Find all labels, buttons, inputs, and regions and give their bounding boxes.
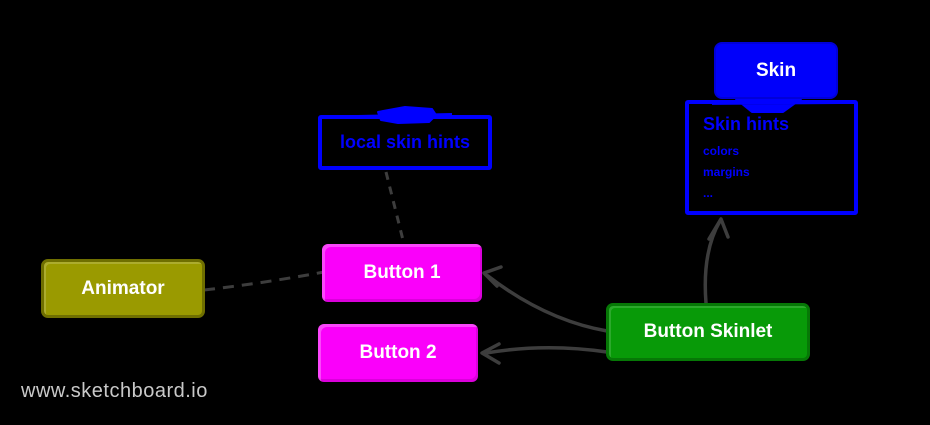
node-skin-label: Skin bbox=[755, 59, 797, 81]
node-animator[interactable]: Animator bbox=[41, 259, 205, 318]
edge-button-skinlet-button1[interactable] bbox=[486, 274, 609, 333]
edge-local-skin-hints-button1[interactable] bbox=[384, 171, 406, 245]
skin-hints-item-colors: colors bbox=[703, 144, 740, 158]
edge-button-skinlet-button2[interactable] bbox=[484, 346, 609, 355]
skin-hints-item-ellipsis: ... bbox=[703, 186, 714, 200]
node-button2[interactable]: Button 2 bbox=[318, 324, 478, 382]
arrowhead-button2-icon bbox=[480, 342, 501, 365]
node-local-skin-hints[interactable]: local skin hints bbox=[318, 115, 492, 170]
node-button-skinlet[interactable]: Button Skinlet bbox=[606, 303, 810, 361]
skin-hints-item-margins: margins bbox=[703, 165, 750, 179]
arrowhead-skin-hints-icon bbox=[707, 217, 730, 241]
node-button1[interactable]: Button 1 bbox=[322, 244, 482, 302]
node-local-skin-hints-label: local skin hints bbox=[339, 132, 471, 152]
node-button1-label: Button 1 bbox=[363, 262, 441, 283]
node-button-skinlet-label: Button Skinlet bbox=[643, 321, 773, 342]
sketchboard-watermark: www.sketchboard.io bbox=[21, 380, 208, 402]
node-skin-hints[interactable]: Skin hints colors margins ... bbox=[685, 100, 858, 215]
skin-hints-title: Skin hints bbox=[703, 114, 790, 134]
arrowhead-button1-icon bbox=[482, 265, 503, 288]
node-button2-label: Button 2 bbox=[359, 342, 437, 363]
node-skin[interactable]: Skin bbox=[714, 42, 838, 99]
edge-animator-button1[interactable] bbox=[203, 270, 325, 292]
node-animator-label: Animator bbox=[81, 277, 165, 299]
